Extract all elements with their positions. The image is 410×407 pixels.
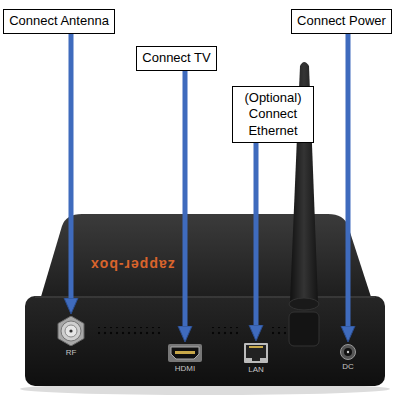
port-graphic <box>340 344 356 360</box>
box-top <box>40 214 372 300</box>
callout-box: (Optional) Connect Ethernet <box>232 86 314 143</box>
vent-dots <box>208 327 238 336</box>
callout-text: Connect TV <box>142 50 210 66</box>
brand-logo: zapper-box <box>90 258 175 272</box>
callout-text: (Optional) Connect Ethernet <box>238 90 308 139</box>
pointer-arrow <box>69 34 74 304</box>
port-connector: LAN <box>244 343 268 363</box>
callout-text: Connect Antenna <box>9 13 109 29</box>
port-label: LAN <box>248 366 264 374</box>
callout-box: Connect TV <box>136 46 217 71</box>
port-label: DC <box>342 363 354 371</box>
pointer-arrow <box>346 34 351 332</box>
port-graphic <box>168 344 202 362</box>
port-graphic <box>244 343 268 363</box>
callout-box: Connect Power <box>291 9 392 34</box>
vent-dots <box>98 327 160 336</box>
callout-box: Connect Antenna <box>3 9 115 34</box>
vent-dots <box>272 327 286 336</box>
pointer-arrow <box>183 71 188 332</box>
callout-text: Connect Power <box>297 13 386 29</box>
port-connector: HDMI <box>168 344 202 362</box>
antenna-joint <box>289 298 319 310</box>
port-connector: DC <box>340 344 356 360</box>
box-edge <box>35 297 375 298</box>
port-label: HDMI <box>175 365 195 373</box>
antenna-base <box>289 312 319 346</box>
pointer-arrow <box>254 143 259 331</box>
box-front <box>25 296 385 386</box>
port-connector: RF <box>52 316 90 346</box>
port-label: RF <box>66 349 77 357</box>
port-graphic <box>52 316 90 346</box>
